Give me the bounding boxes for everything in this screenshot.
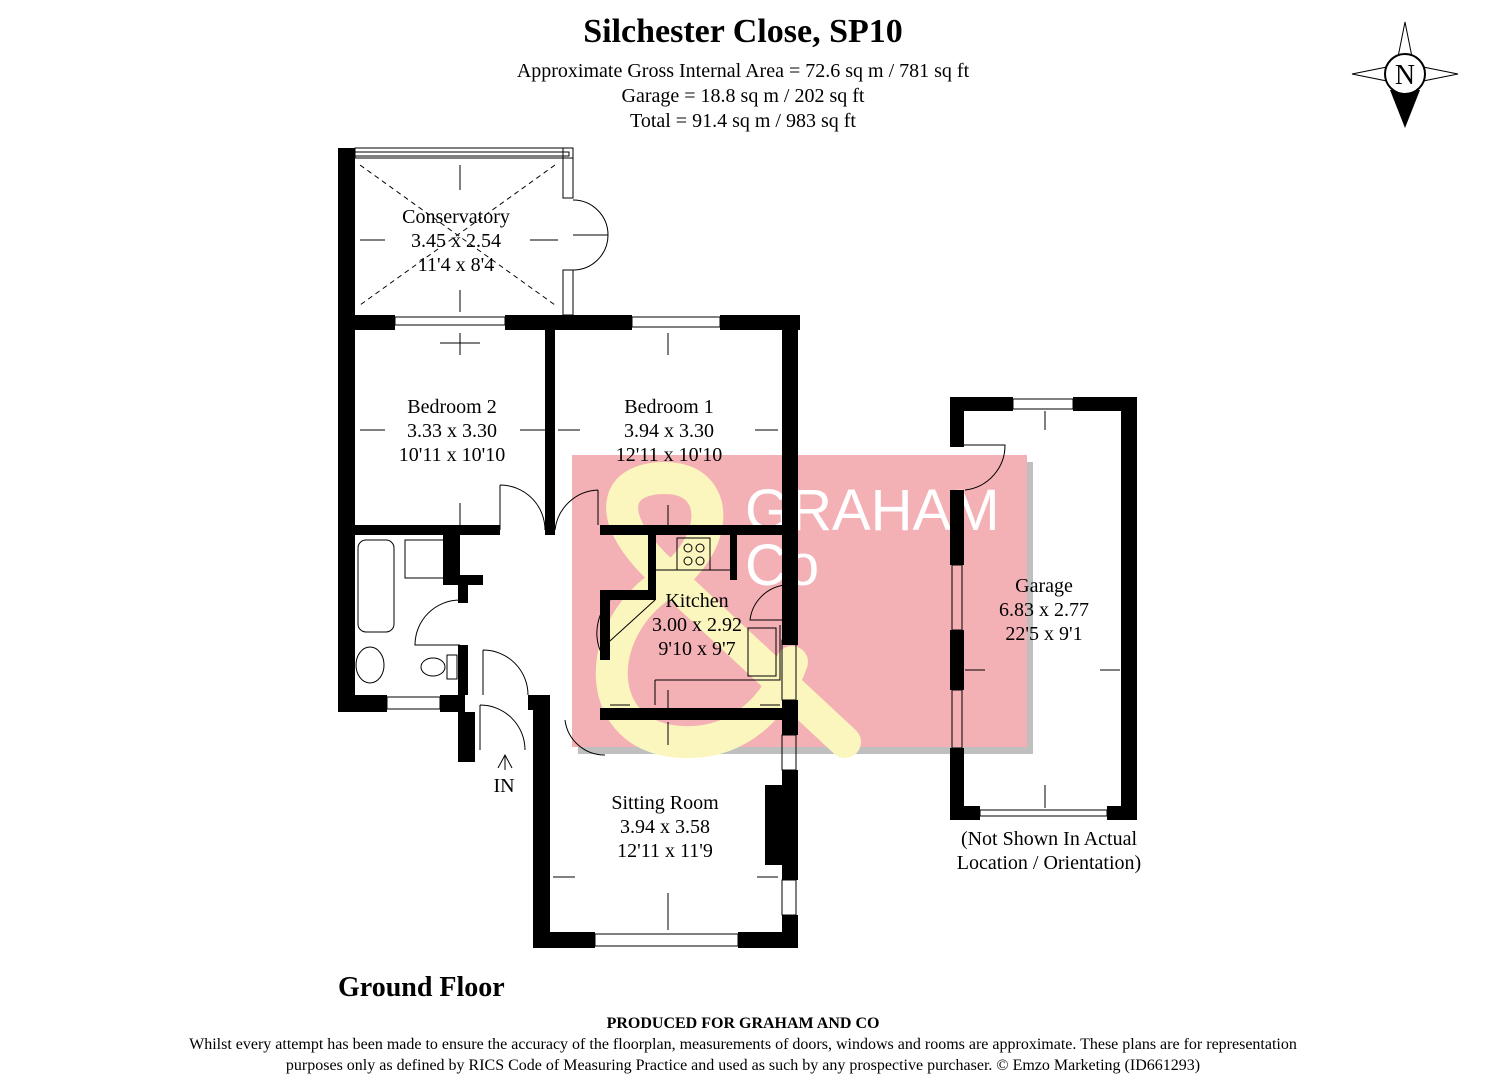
compass-icon: N xyxy=(1351,21,1459,128)
total-area: Total = 91.4 sq m / 983 sq ft xyxy=(630,110,856,132)
room-imperial: 12'11 x 10'10 xyxy=(616,444,722,466)
room-sitting-room: Sitting Room 3.94 x 3.58 12'11 x 11'9 xyxy=(611,792,719,862)
garage-note-line-2: Location / Orientation) xyxy=(957,852,1141,874)
room-bedroom-2: Bedroom 2 3.33 x 3.30 10'11 x 10'10 xyxy=(399,396,505,466)
room-name: Garage xyxy=(1015,575,1073,597)
room-name: Bedroom 1 xyxy=(624,396,713,418)
room-metric: 3.33 x 3.30 xyxy=(407,420,497,442)
gross-area: Approximate Gross Internal Area = 72.6 s… xyxy=(516,60,970,82)
room-imperial: 11'4 x 8'4 xyxy=(418,254,494,276)
disclaimer-line-1: Whilst every attempt has been made to en… xyxy=(189,1036,1297,1053)
room-name: Sitting Room xyxy=(611,792,719,814)
room-imperial: 12'11 x 11'9 xyxy=(617,840,713,862)
room-metric: 3.94 x 3.58 xyxy=(620,816,710,838)
room-metric: 3.45 x 2.54 xyxy=(411,230,501,252)
room-imperial: 9'10 x 9'7 xyxy=(658,638,735,660)
entrance-arrow-icon xyxy=(497,753,513,770)
compass-north-label: N xyxy=(1395,60,1415,91)
floor-label: Ground Floor xyxy=(338,972,505,1003)
disclaimer-line-2: purposes only as defined by RICS Code of… xyxy=(285,1057,1201,1074)
walls xyxy=(338,148,1137,948)
room-name: Kitchen xyxy=(665,590,728,612)
entrance-label: IN xyxy=(493,775,514,797)
garage-note-line-1: (Not Shown In Actual xyxy=(961,828,1138,850)
room-kitchen: Kitchen 3.00 x 2.92 9'10 x 9'7 xyxy=(652,590,742,660)
room-imperial: 22'5 x 9'1 xyxy=(1005,623,1082,645)
room-name: Conservatory xyxy=(402,206,510,228)
ampersand-logo-icon xyxy=(595,461,861,759)
garage-area: Garage = 18.8 sq m / 202 sq ft xyxy=(621,85,865,107)
plan-title: Silchester Close, SP10 xyxy=(583,13,903,50)
room-garage: Garage 6.83 x 2.77 22'5 x 9'1 xyxy=(999,575,1089,645)
room-metric: 3.00 x 2.92 xyxy=(652,614,742,636)
room-conservatory: Conservatory 3.45 x 2.54 11'4 x 8'4 xyxy=(402,206,510,276)
room-metric: 6.83 x 2.77 xyxy=(999,599,1089,621)
room-bedroom-1: Bedroom 1 3.94 x 3.30 12'11 x 10'10 xyxy=(616,396,722,466)
room-imperial: 10'11 x 10'10 xyxy=(399,444,505,466)
produced-for: PRODUCED FOR GRAHAM AND CO xyxy=(606,1015,880,1032)
room-metric: 3.94 x 3.30 xyxy=(624,420,714,442)
room-name: Bedroom 2 xyxy=(407,396,496,418)
